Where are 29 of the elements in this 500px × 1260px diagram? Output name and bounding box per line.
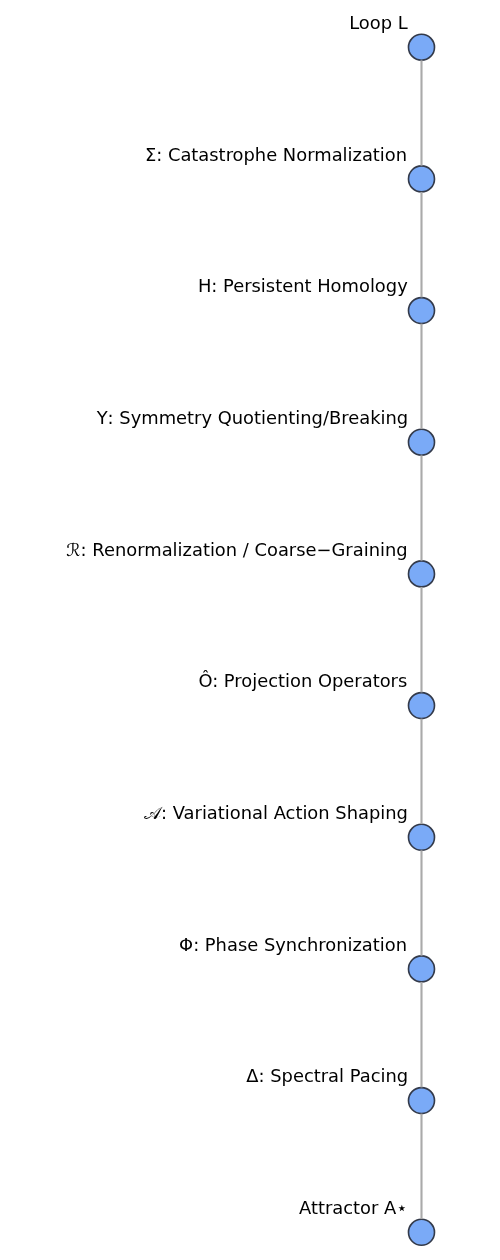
connector <box>420 586 423 693</box>
connector <box>420 60 423 166</box>
node-circle <box>407 823 436 852</box>
node-circle <box>407 296 436 325</box>
node-circle <box>407 560 436 588</box>
node-label: Υ: Symmetry Quotienting/Breaking <box>96 407 409 429</box>
connector <box>420 191 423 298</box>
node-label: Σ: Catastrophe Normalization <box>144 143 408 165</box>
node-circle <box>407 165 436 193</box>
node-circle <box>407 691 436 720</box>
node-label: Φ: Phase Synchronization <box>179 933 408 955</box>
node-label: Δ: Spectral Pacing <box>246 1065 409 1087</box>
node-circle <box>407 1218 436 1247</box>
node-circle <box>407 955 436 983</box>
connector <box>420 323 423 430</box>
node-label: Ô: Projection Operators <box>198 670 408 692</box>
connector <box>420 850 423 956</box>
node-label: Loop L <box>349 12 408 34</box>
node-circle <box>407 428 436 457</box>
connector <box>420 718 423 825</box>
connector <box>420 455 423 561</box>
connector <box>420 981 423 1088</box>
node-circle <box>407 33 436 62</box>
connector <box>420 1113 423 1220</box>
node-label: 𝒜: Variational Action Shaping <box>144 802 408 824</box>
node-label: H: Persistent Homology <box>197 275 408 297</box>
node-circle <box>407 1086 436 1115</box>
node-label: ℛ: Renormalization / Coarse−Graining <box>66 538 408 560</box>
node-label: Attractor A⋆ <box>298 1197 408 1219</box>
